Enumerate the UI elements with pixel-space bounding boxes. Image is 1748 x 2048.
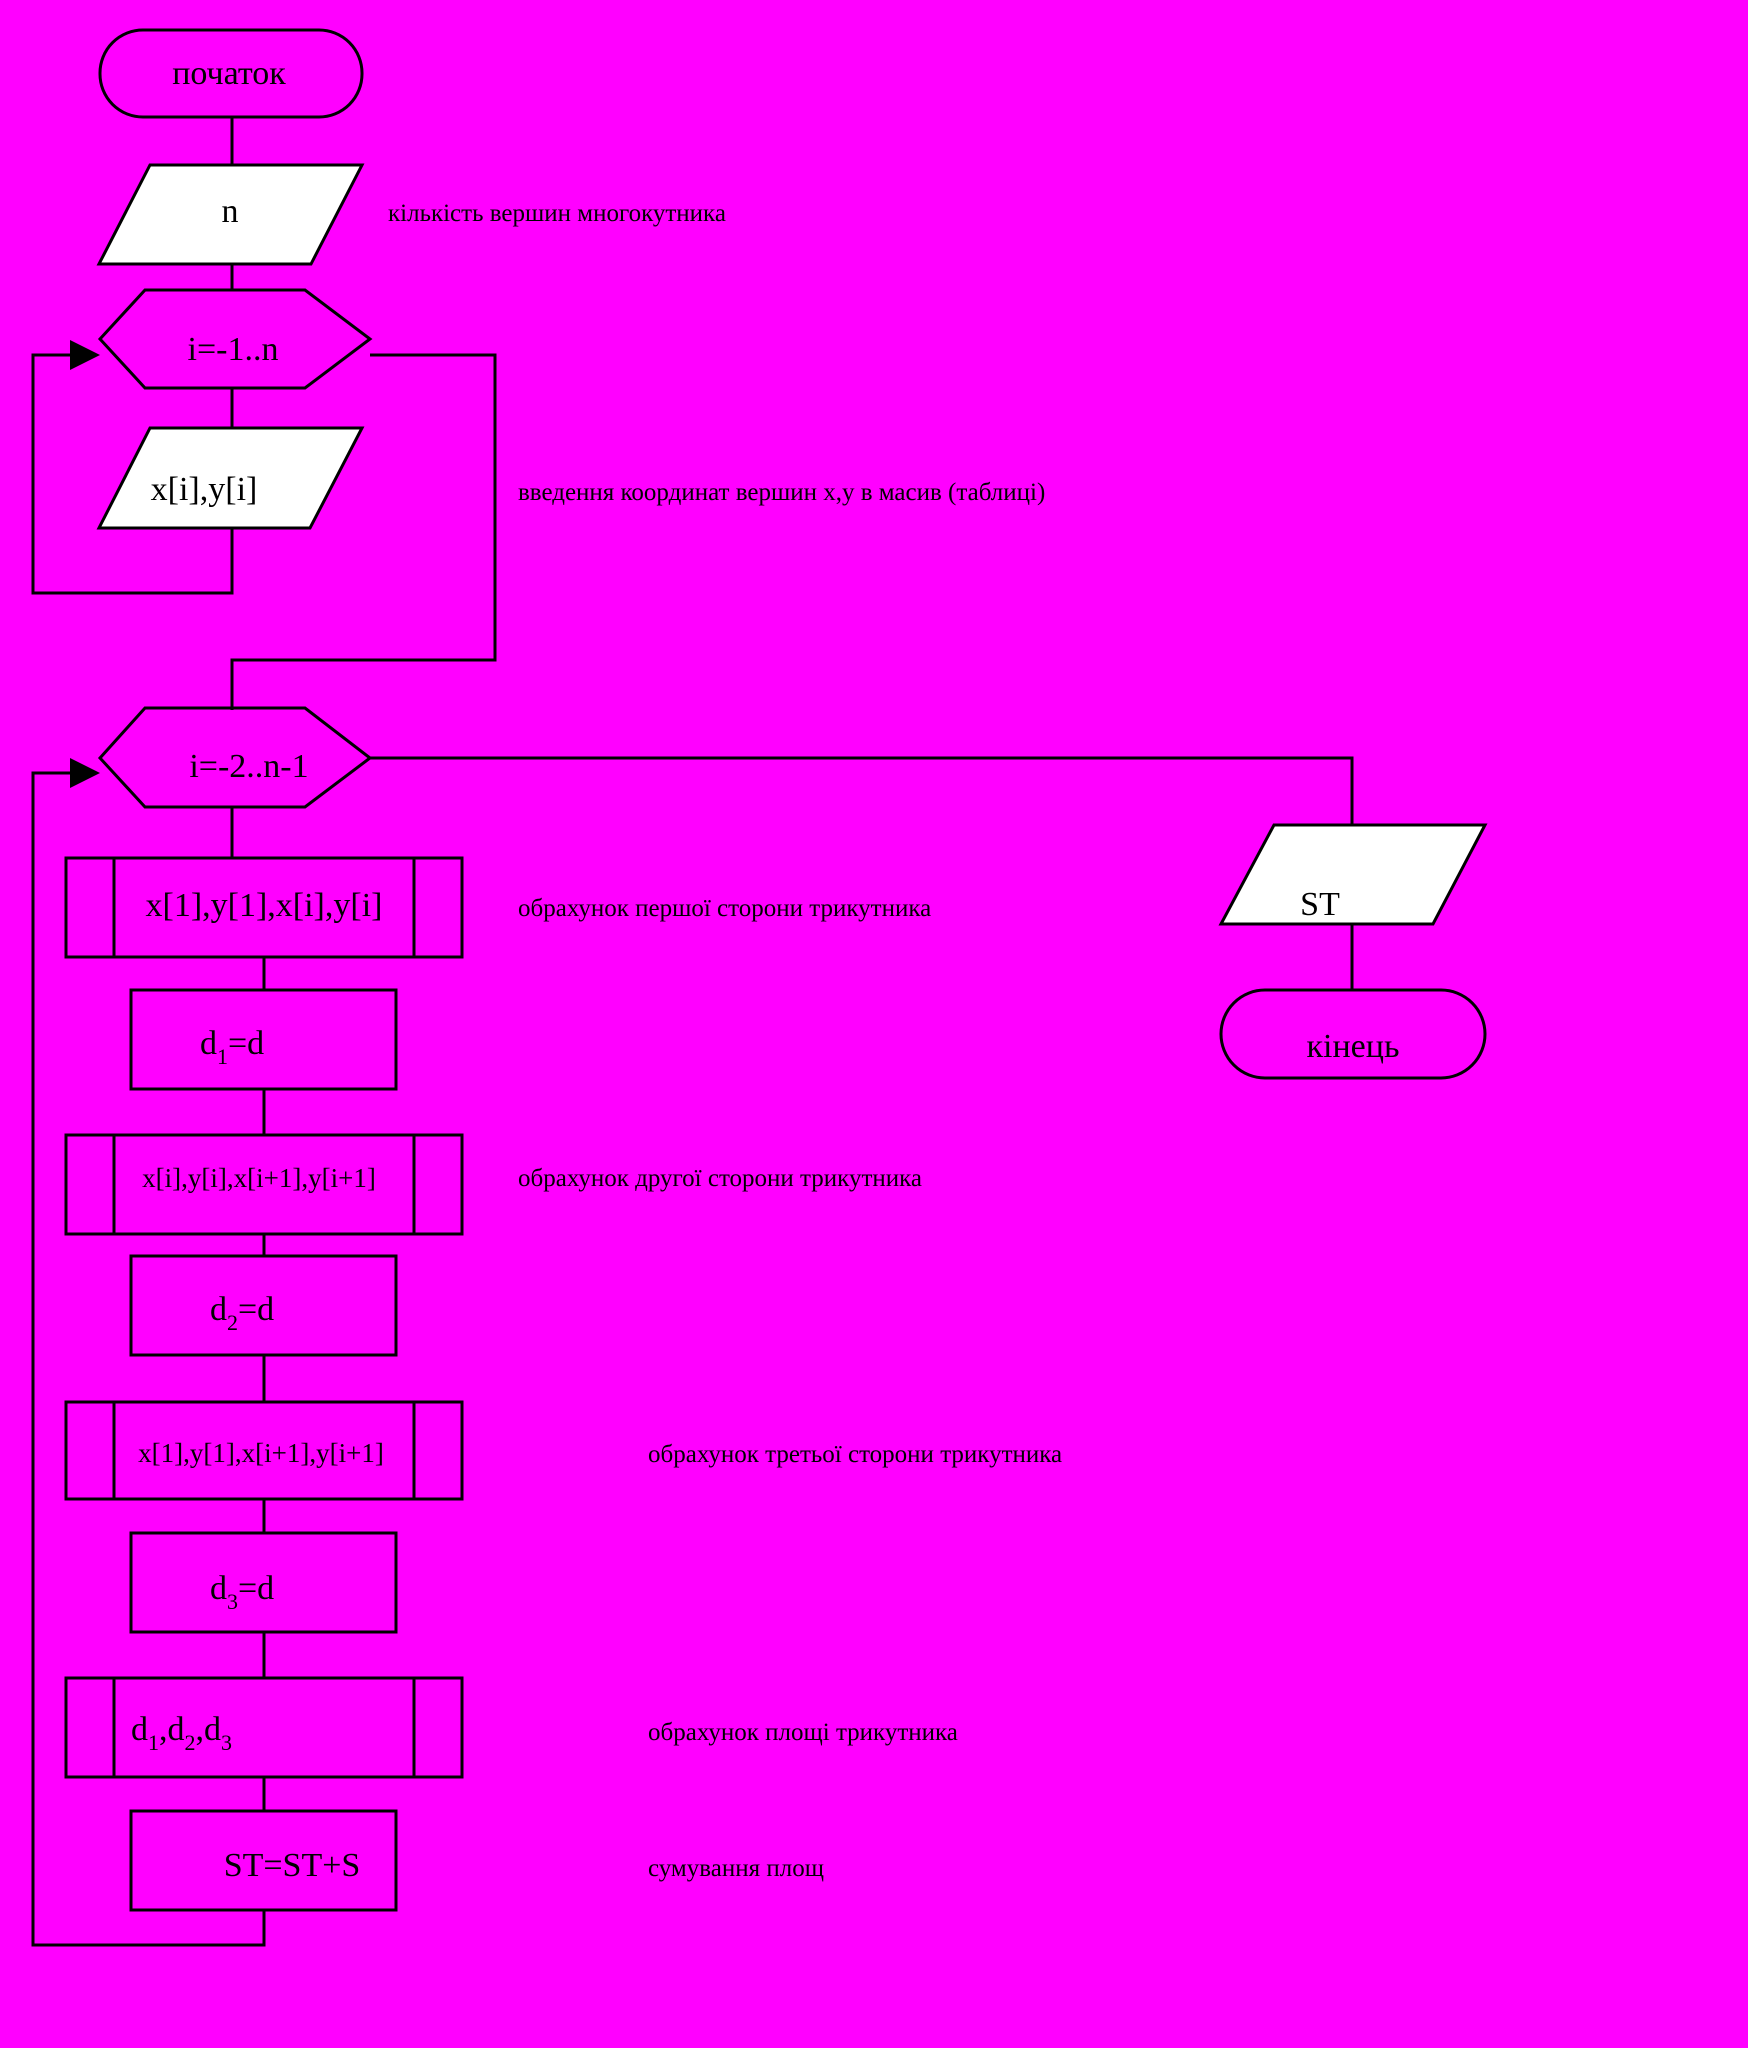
assign3-box bbox=[129, 1531, 398, 1634]
output-st-parallelogram bbox=[1218, 823, 1488, 926]
loop1-hexagon bbox=[97, 288, 373, 390]
input-n-parallelogram bbox=[96, 163, 365, 266]
note-xy: введення координат вершин x,y в масив (т… bbox=[518, 479, 1045, 506]
proc2-label: x[i],y[i],x[i+1],y[i+1] bbox=[142, 1163, 376, 1193]
note-proc1: обрахунок першої сторони трикутника bbox=[518, 895, 931, 922]
note-n: кількість вершин многокутника bbox=[388, 200, 726, 227]
assign1-box bbox=[129, 988, 398, 1091]
proc4-label: d1,d2,d3 bbox=[131, 1711, 232, 1755]
proc2-box bbox=[64, 1133, 464, 1236]
note-sum: сумування площ bbox=[648, 1855, 824, 1882]
loop2-arrowhead bbox=[70, 758, 100, 788]
loop1-back-edge bbox=[31, 353, 234, 595]
loop2-hexagon bbox=[97, 706, 373, 809]
output-st-label: ST bbox=[1300, 886, 1340, 923]
loop2-label: i=-2..n-1 bbox=[189, 748, 308, 785]
input-xy-parallelogram bbox=[96, 426, 365, 530]
proc1-box bbox=[64, 856, 464, 959]
assign1-label: d1=d bbox=[200, 1025, 264, 1069]
note-proc2: обрахунок другої сторони трикутника bbox=[518, 1165, 922, 1192]
start-label: початок bbox=[172, 55, 286, 92]
input-n-label: n bbox=[222, 193, 239, 230]
assign2-box bbox=[129, 1254, 398, 1357]
loop2-back-edge bbox=[31, 771, 266, 1947]
sum-box bbox=[129, 1809, 398, 1912]
note-proc4: обрахунок площі трикутника bbox=[648, 1719, 958, 1746]
proc3-box bbox=[64, 1400, 464, 1501]
proc3-label: x[1],y[1],x[i+1],y[i+1] bbox=[138, 1438, 384, 1468]
note-proc3: обрахунок третьої сторони трикутника bbox=[648, 1441, 1062, 1468]
start-terminator bbox=[98, 28, 364, 119]
loop2-exit-edge bbox=[370, 756, 1354, 825]
input-xy-label: x[i],y[i] bbox=[151, 471, 258, 508]
proc1-label: x[1],y[1],x[i],y[i] bbox=[146, 887, 383, 924]
end-terminator bbox=[1219, 988, 1487, 1080]
loop1-arrowhead bbox=[70, 340, 100, 370]
assign2-label: d2=d bbox=[210, 1291, 274, 1335]
assign3-label: d3=d bbox=[210, 1570, 274, 1614]
proc4-box bbox=[64, 1676, 464, 1779]
sum-label: ST=ST+S bbox=[224, 1847, 361, 1884]
loop1-exit-edge bbox=[230, 353, 497, 710]
connectors bbox=[31, 117, 1354, 1947]
loop1-label: i=-1..n bbox=[188, 331, 279, 368]
end-label: кінець bbox=[1307, 1028, 1400, 1065]
